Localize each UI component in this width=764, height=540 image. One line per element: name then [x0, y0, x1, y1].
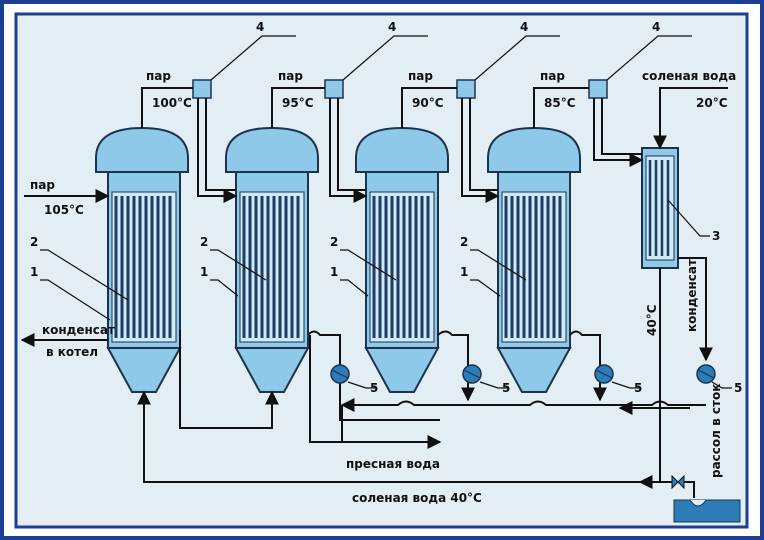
callout-1b: 1 [200, 265, 208, 279]
evaporator-3-cone [364, 347, 440, 393]
leader-3 [667, 199, 710, 237]
leader-1a [40, 279, 111, 321]
callout-5d: 5 [734, 381, 742, 395]
steam2-label: пар [278, 69, 303, 83]
callout-4a: 4 [256, 20, 264, 34]
steam-pipe-2 [271, 87, 325, 128]
leader-2b [210, 249, 267, 281]
callout-3: 3 [712, 229, 720, 243]
callout-2c: 2 [330, 235, 338, 249]
leader-2d [470, 249, 527, 281]
vapor-line-3 [461, 98, 500, 203]
callout-1d: 1 [460, 265, 468, 279]
callout-2d: 2 [460, 235, 468, 249]
condensate-line-2 [307, 330, 440, 421]
to-boiler-label: в котел [46, 345, 98, 359]
steam4-temp: 85°C [544, 96, 576, 110]
separator-4 [588, 79, 608, 99]
callout-5a: 5 [370, 381, 378, 395]
callout-2a: 2 [30, 235, 38, 249]
vapor-line-1 [197, 98, 238, 203]
salt-water-inlet [653, 87, 728, 150]
salt-water-in-label: соленая вода [642, 69, 736, 83]
evaporator-4-dome [487, 126, 581, 173]
evaporator-4 [487, 126, 581, 393]
condensate-right-label: конденсат [685, 259, 699, 332]
leader-2a [40, 249, 129, 301]
evaporator-1-cone [106, 347, 182, 393]
leader-4c [474, 35, 560, 81]
steam3-label: пар [408, 69, 433, 83]
vapor-line-2 [329, 98, 368, 203]
evaporator-3-dome [355, 126, 449, 173]
drain-valve-icon [671, 474, 685, 490]
brine-drain-label: рассол в сток [709, 384, 723, 478]
callout-5b: 5 [502, 381, 510, 395]
salt-water-in-temp: 20°C [696, 96, 728, 110]
steam-pipe-1 [141, 87, 193, 128]
drain-basin [673, 499, 741, 523]
evaporator-1-dome [95, 126, 189, 173]
steam-in-temp: 105°C [44, 203, 84, 217]
steam1-temp: 100°C [152, 96, 192, 110]
leader-2c [340, 249, 397, 281]
callout-1c: 1 [330, 265, 338, 279]
evaporator-3 [355, 126, 449, 393]
condenser [641, 147, 679, 269]
vapor-line-4 [593, 98, 644, 167]
condensate-out-label: конденсат [42, 323, 115, 337]
callout-2b: 2 [200, 235, 208, 249]
evaporator-2-dome [225, 126, 319, 173]
steam-in-label: пар [30, 178, 55, 192]
evaporator-2 [225, 126, 319, 393]
steam-pipe-4 [533, 87, 589, 128]
steam1-label: пар [146, 69, 171, 83]
callout-4b: 4 [388, 20, 396, 34]
drain-pipe [684, 481, 695, 498]
condensate-line-4 [569, 330, 607, 402]
leader-4a [210, 35, 296, 81]
condensate-line-right [678, 257, 713, 362]
salt-water-return-line [137, 390, 660, 483]
separator-1 [192, 79, 212, 99]
callout-5c: 5 [634, 381, 642, 395]
fresh-water-line [309, 335, 442, 449]
condensate-line-3 [437, 330, 475, 402]
leader-5a [347, 381, 376, 389]
steam4-label: пар [540, 69, 565, 83]
temp-40-label: 40°C [645, 304, 659, 336]
steam-pipe-3 [401, 87, 457, 128]
leader-4b [342, 35, 428, 81]
separator-2 [324, 79, 344, 99]
evaporator-4-cone [496, 347, 572, 393]
steam2-temp: 95°C [282, 96, 314, 110]
callout-4c: 4 [520, 20, 528, 34]
leader-4d [606, 35, 692, 81]
evaporator-2-cone [234, 347, 310, 393]
steam3-temp: 90°C [412, 96, 444, 110]
salt-water-return-label: соленая вода 40°C [352, 491, 482, 505]
brine-transfer-1 [179, 330, 279, 429]
callout-1a: 1 [30, 265, 38, 279]
separator-3 [456, 79, 476, 99]
fresh-water-label: пресная вода [346, 457, 440, 471]
evaporator-1 [95, 126, 189, 393]
callout-4d: 4 [652, 20, 660, 34]
condensate-collector [340, 398, 706, 412]
